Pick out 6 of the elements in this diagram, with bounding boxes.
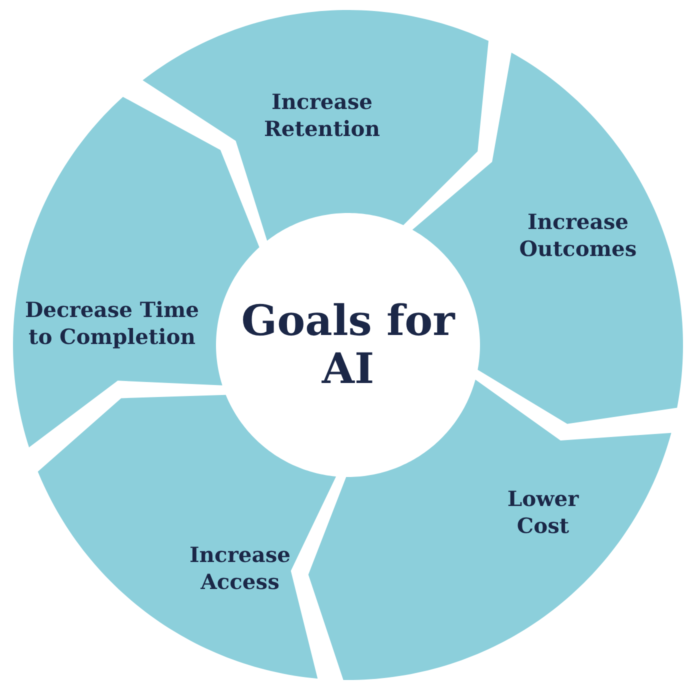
- segment-label: Decrease Time to Completion: [24, 296, 200, 350]
- segment-label: Increase Access: [188, 540, 292, 596]
- segment-label: Lower Cost: [506, 484, 580, 540]
- segment-label: Increase Outcomes: [518, 208, 638, 262]
- center-title: Goals for AI: [240, 296, 456, 394]
- segment-label: Increase Retention: [262, 88, 382, 142]
